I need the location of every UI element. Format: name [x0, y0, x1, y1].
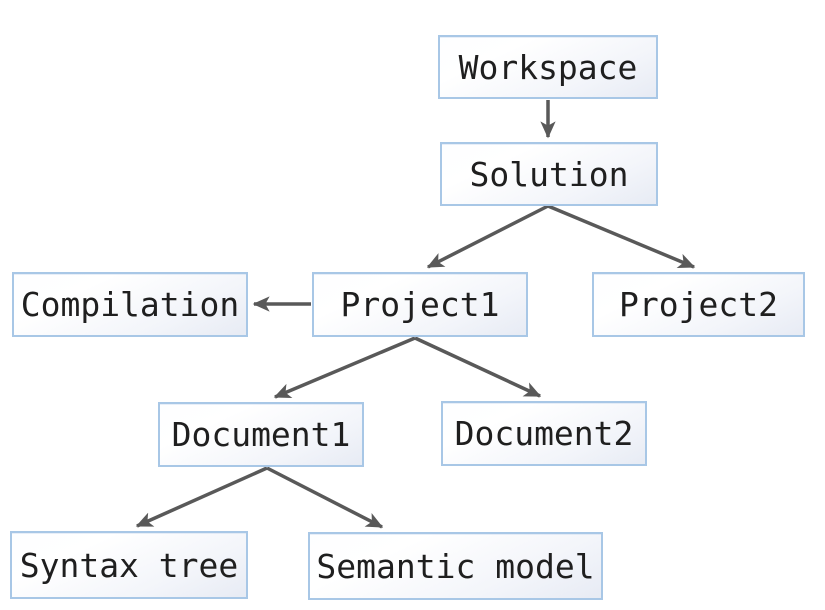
edge-solution-to-project2 — [547, 204, 696, 269]
edge-document1-to-syntax-tree — [135, 466, 268, 528]
edge-solution-to-project1 — [426, 204, 549, 269]
node-syntax-tree: Syntax tree — [10, 531, 248, 599]
edge-project1-to-document1 — [273, 336, 416, 399]
edge-project1-to-document2 — [414, 336, 542, 398]
node-document2: Document2 — [441, 401, 647, 466]
node-project2: Project2 — [592, 272, 805, 337]
node-project1: Project1 — [312, 272, 528, 337]
node-solution: Solution — [440, 142, 658, 206]
edge-document1-to-semantic-model — [266, 466, 384, 529]
node-document1: Document1 — [158, 402, 364, 467]
node-workspace: Workspace — [438, 35, 658, 99]
node-semantic-model: Semantic model — [308, 532, 603, 600]
node-compilation: Compilation — [12, 272, 248, 337]
